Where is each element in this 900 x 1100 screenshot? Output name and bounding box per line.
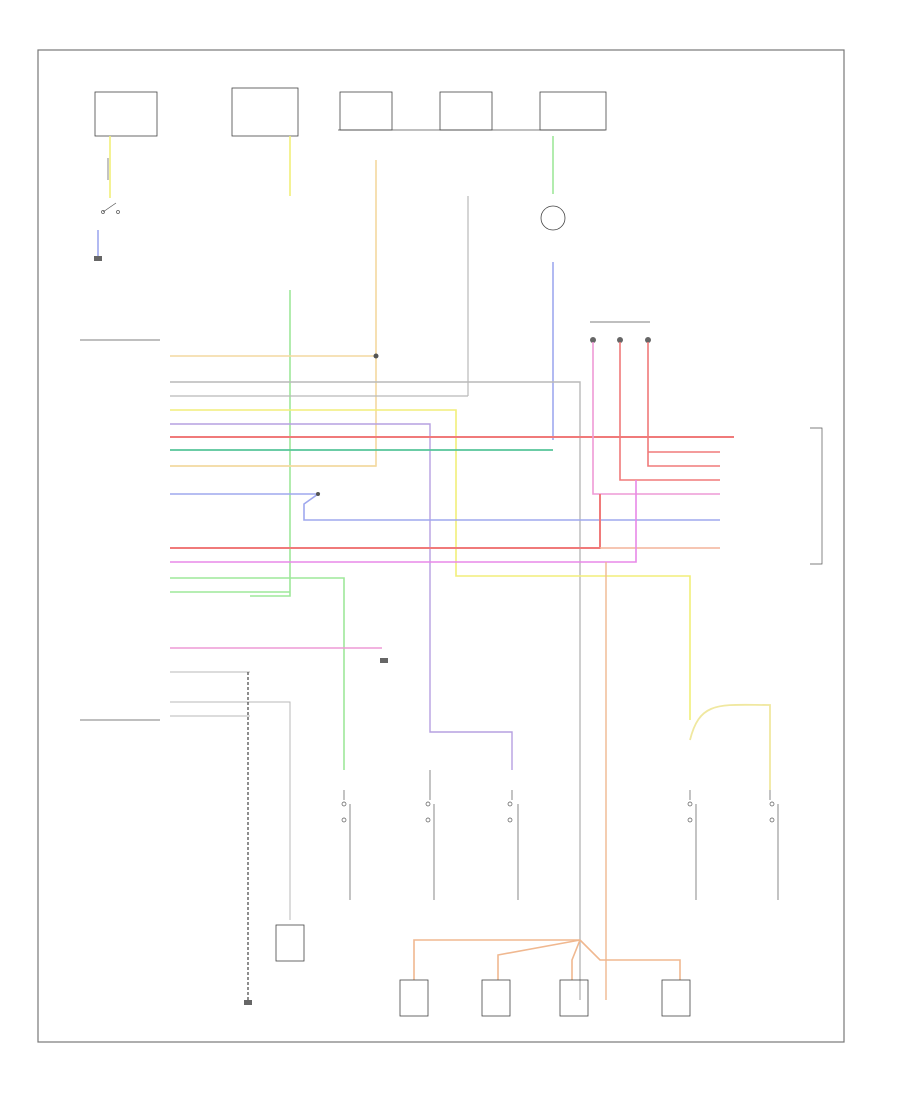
wire-red-2	[619, 342, 720, 481]
wire-yellow-2	[170, 409, 691, 720]
right-connector	[590, 321, 823, 565]
wire-peach-fan-2	[497, 939, 581, 980]
bottom-box-1	[399, 979, 429, 1017]
bottom-box-3	[559, 979, 589, 1017]
wire-ltyellow-loop	[689, 703, 771, 790]
switch-d	[687, 790, 697, 900]
fuse-box-2	[231, 87, 299, 137]
lower-switches	[341, 770, 779, 900]
wire-peach-fan-1	[413, 939, 580, 980]
relay-box	[275, 924, 305, 962]
wire-tan-vertical	[170, 160, 377, 467]
bottom-box-2	[481, 979, 511, 1017]
wire-red-3	[647, 342, 720, 467]
diagram-border	[37, 49, 845, 1043]
wire-gray-1	[170, 381, 581, 1000]
fuse-box-1	[94, 91, 158, 137]
wire-peach-fan-4	[579, 939, 681, 980]
switch-b	[425, 770, 435, 900]
left-switch	[94, 136, 120, 261]
switch-a	[341, 790, 351, 900]
fuse-box-4	[439, 91, 493, 131]
bottom-fanout	[413, 939, 681, 980]
wire-green-2	[170, 577, 345, 770]
sensor-circle	[540, 205, 566, 231]
main-connector	[80, 339, 160, 721]
wire-red-5	[170, 494, 601, 549]
fuse-box-3	[339, 91, 393, 131]
pink-connector-terminal	[380, 658, 388, 663]
top-components	[94, 87, 607, 137]
wire-green-vertical	[250, 290, 291, 597]
wire-gray-ground-b	[170, 701, 291, 920]
switch-c	[507, 790, 519, 900]
ground-terminal-bottom	[244, 1000, 252, 1005]
wire-pink-1	[592, 342, 720, 495]
wire-violet-1	[170, 423, 513, 770]
fuse-box-5	[539, 91, 607, 131]
wire-peach-fan-3	[571, 939, 581, 980]
wire-blue-loop	[170, 493, 720, 521]
wire-magenta-1	[170, 480, 637, 563]
ground-terminal	[94, 256, 102, 261]
switch-e	[769, 790, 779, 900]
bottom-box-4	[661, 979, 691, 1017]
